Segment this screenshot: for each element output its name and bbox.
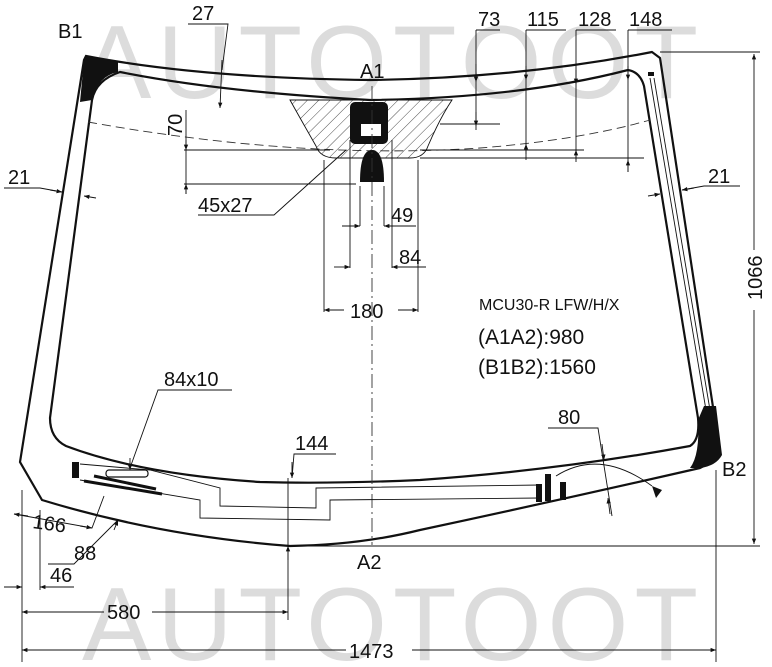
dim-1066: 1066 (745, 256, 767, 301)
dim-84x10: 84x10 (164, 369, 219, 391)
dim-21-left-arrow (49, 188, 63, 194)
b1b2-distance: (B1B2):1560 (478, 356, 596, 379)
dim-21-left: 21 (8, 167, 30, 189)
dim-88: 88 (74, 543, 96, 565)
dim-27: 27 (192, 3, 214, 25)
vin-mark-2 (536, 484, 542, 502)
dim-144: 144 (295, 433, 328, 455)
dim-45x27: 45x27 (198, 195, 253, 217)
dim-80-leader (548, 427, 613, 517)
glass-outline (18, 50, 720, 548)
dim-top-right-group (420, 29, 672, 172)
mirror-window (361, 124, 381, 136)
dim-115: 115 (527, 9, 559, 31)
dim-49: 49 (391, 205, 413, 227)
a1a2-distance: (A1A2):980 (478, 326, 584, 349)
dim-88-leader (48, 519, 119, 565)
point-a2: A2 (357, 552, 381, 574)
dim-144-leader (291, 453, 336, 479)
mirror-mount (350, 102, 388, 144)
dim-580: 580 (107, 602, 140, 624)
dim-45x27-leader (198, 149, 347, 216)
dim-27-leader (188, 23, 229, 71)
dim-1473: 1473 (349, 641, 394, 663)
dim-180: 180 (350, 301, 383, 323)
dim-80: 80 (558, 407, 580, 429)
dim-128: 128 (578, 9, 611, 31)
right-molding (649, 77, 707, 411)
vin-mark-3 (560, 482, 566, 500)
dim-70: 70 (165, 114, 187, 136)
point-a1: A1 (360, 61, 384, 83)
right-molding-2 (653, 77, 711, 411)
model-code: MCU30-R LFW/H/X (479, 297, 620, 314)
heater-element (105, 469, 149, 478)
dim-166: 166 (31, 511, 67, 537)
dim-46: 46 (50, 565, 72, 587)
dim-84: 84 (399, 247, 421, 269)
dim-84x10-leader (129, 389, 232, 469)
inner-outline (48, 68, 700, 484)
point-b1: B1 (58, 21, 82, 43)
vin-arc (555, 463, 653, 487)
corner-mark-top-right (648, 72, 654, 76)
corner-paint-b2 (690, 406, 722, 468)
dim-1066-group (290, 51, 760, 547)
heater-zone-outline (79, 463, 541, 521)
dim-21-right: 21 (708, 166, 730, 188)
dim-70-group (183, 110, 356, 194)
heater-bar-1 (93, 474, 157, 491)
dim-center-group (323, 140, 426, 313)
vin-arrow (652, 486, 662, 498)
vin-mark-1 (545, 474, 551, 501)
point-b2: B2 (722, 459, 746, 481)
heater-pad-left (72, 462, 79, 478)
dim-148: 148 (629, 9, 662, 31)
corner-paint-b1 (80, 56, 118, 102)
dim-27-arrow (218, 59, 223, 109)
dim-73: 73 (478, 9, 500, 31)
